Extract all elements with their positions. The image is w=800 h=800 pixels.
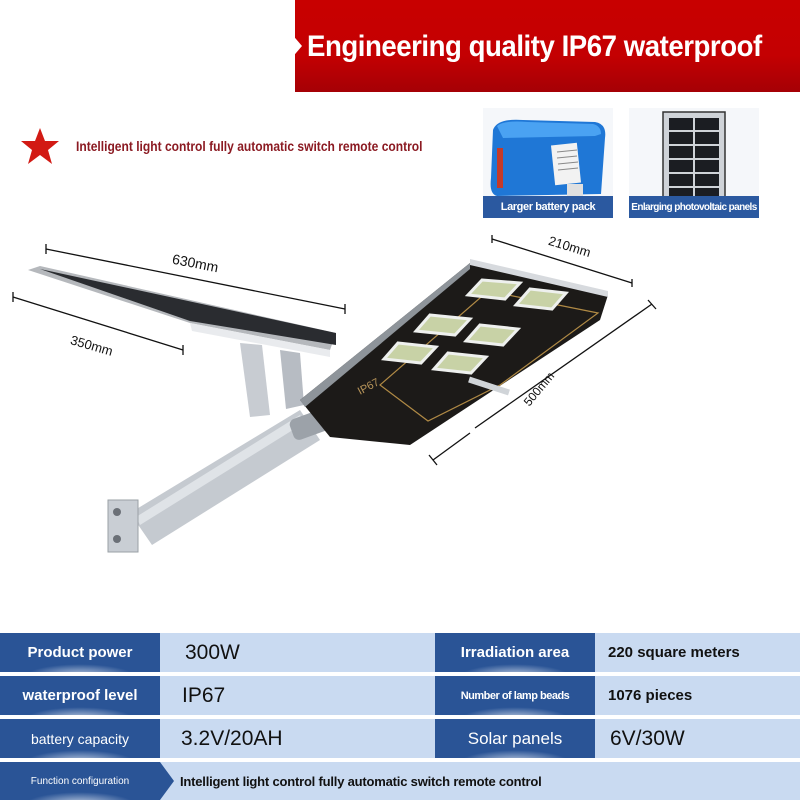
spec-row: waterproof level IP67 Number of lamp bea… xyxy=(0,676,800,715)
function-label-arrow xyxy=(160,762,174,800)
spec-row: battery capacity 3.2V/20AH Solar panels … xyxy=(0,719,800,758)
spec-label: Product power xyxy=(0,633,160,672)
solar-panel-thumbnail: Enlarging photovoltaic panels xyxy=(629,108,759,218)
thumbnail-caption: Enlarging photovoltaic panels xyxy=(629,196,759,218)
banner-notch xyxy=(290,32,302,60)
spec-label: waterproof level xyxy=(0,676,160,715)
spec-label: Number of lamp beads xyxy=(435,676,595,715)
spec-value: 3.2V/20AH xyxy=(160,719,435,758)
street-light-illustration: IP67 630mm 350mm 210mm 500mm xyxy=(0,225,800,625)
battery-thumbnail: Larger battery pack xyxy=(483,108,613,218)
battery-pack-icon xyxy=(483,108,613,218)
function-row: Intelligent light control fully automati… xyxy=(0,762,800,800)
spec-label: Irradiation area xyxy=(435,633,595,672)
spec-value: 300W xyxy=(160,633,435,672)
banner-title: Engineering quality IP67 waterproof xyxy=(307,30,762,63)
function-value: Intelligent light control fully automati… xyxy=(160,762,800,800)
function-label: Function configuration xyxy=(0,762,160,800)
star-icon xyxy=(21,128,59,164)
feature-line: Intelligent light control fully automati… xyxy=(20,126,479,166)
spec-label: Solar panels xyxy=(435,719,595,758)
spec-value: 6V/30W xyxy=(595,719,800,758)
solar-street-light-icon: IP67 xyxy=(12,235,657,553)
title-banner xyxy=(295,0,800,92)
thumbnail-caption: Larger battery pack xyxy=(483,196,613,218)
spec-value: IP67 xyxy=(160,676,435,715)
feature-text: Intelligent light control fully automati… xyxy=(76,138,423,154)
spec-value: 1076 pieces xyxy=(595,676,800,715)
spec-value: 220 square meters xyxy=(595,633,800,672)
spec-row: Product power 300W Irradiation area 220 … xyxy=(0,633,800,672)
spec-label: battery capacity xyxy=(0,719,160,758)
